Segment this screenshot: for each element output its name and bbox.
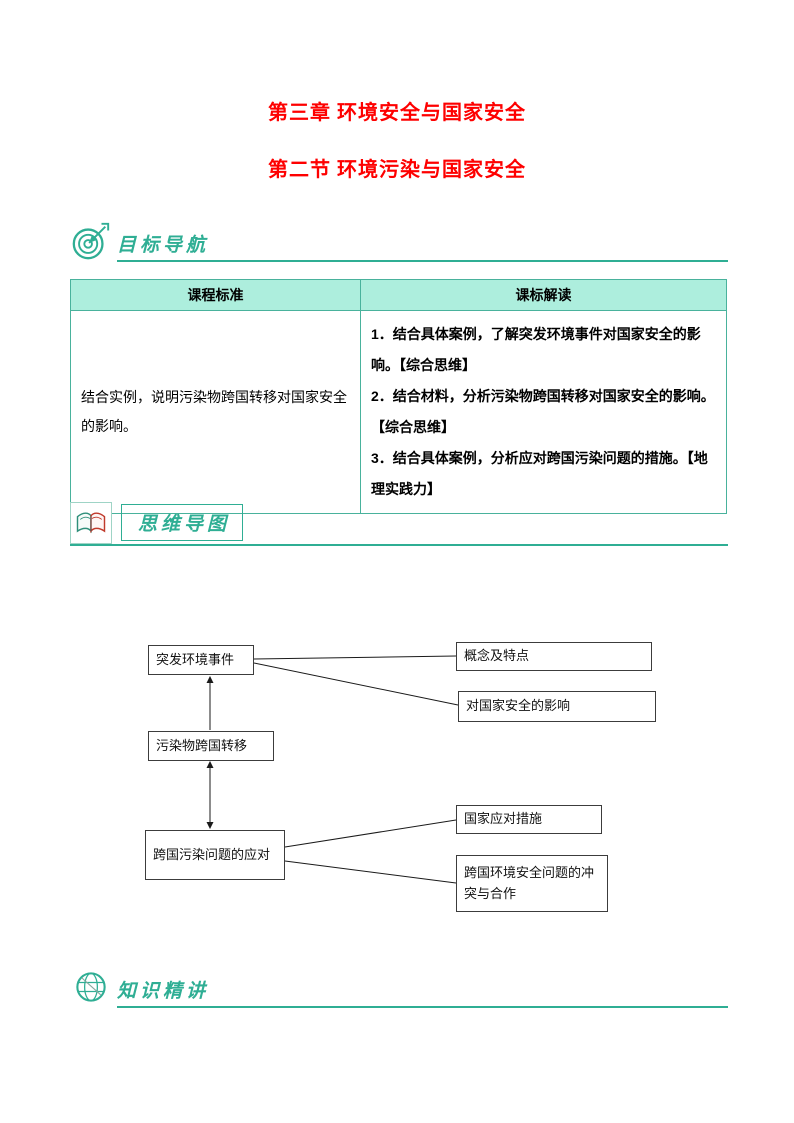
target-icon	[70, 220, 112, 262]
node-conflict-and-cooperation: 跨国环境安全问题的冲突与合作	[456, 855, 608, 912]
interpretation-item: 3．结合具体案例，分析应对跨国污染问题的措施。【地理实践力】	[371, 450, 708, 497]
interpretation-item: 2．结合材料，分析污染物跨国转移对国家安全的影响。【综合思维】	[371, 388, 715, 435]
mindmap-section-header: 思维导图	[70, 502, 728, 546]
goals-section-header: 目标导航	[70, 220, 728, 262]
node-transnational-pollution-response: 跨国污染问题的应对	[145, 830, 285, 880]
column-header-interpretation: 课标解读	[360, 279, 727, 311]
knowledge-section-label: 知识精讲	[117, 981, 210, 1002]
node-concept-and-features: 概念及特点	[456, 642, 652, 671]
knowledge-section-header: 知识精讲	[70, 966, 728, 1008]
standard-cell: 结合实例，说明污染物跨国转移对国家安全的影响。	[70, 310, 361, 514]
node-sudden-environment-events: 突发环境事件	[148, 645, 254, 675]
globe-icon	[70, 966, 112, 1008]
node-pollutant-transnational-transfer: 污染物跨国转移	[148, 731, 274, 761]
knowledge-header-rule: 知识精讲	[117, 976, 728, 1008]
interpretation-cell: 1．结合具体案例，了解突发环境事件对国家安全的影响。【综合思维】 2．结合材料，…	[360, 310, 727, 514]
table-body-row: 结合实例，说明污染物跨国转移对国家安全的影响。 1．结合具体案例，了解突发环境事…	[70, 310, 727, 514]
chapter-title: 第三章 环境安全与国家安全	[268, 102, 526, 124]
goals-header-rule: 目标导航	[117, 230, 728, 262]
mindmap-header-rule: 思维导图	[117, 504, 728, 544]
column-header-standard: 课程标准	[70, 279, 361, 311]
interpretation-item: 1．结合具体案例，了解突发环境事件对国家安全的影响。【综合思维】	[371, 326, 701, 373]
node-national-security-impact: 对国家安全的影响	[458, 691, 656, 722]
section-title: 第二节 环境污染与国家安全	[268, 159, 526, 181]
open-book-icon	[70, 502, 112, 544]
node-national-response-measures: 国家应对措施	[456, 805, 602, 834]
table-header-row: 课程标准 课标解读	[70, 279, 727, 311]
curriculum-table: 课程标准 课标解读 结合实例，说明污染物跨国转移对国家安全的影响。 1．结合具体…	[70, 279, 727, 514]
goals-section-label: 目标导航	[117, 235, 210, 256]
mindmap-section-label: 思维导图	[121, 504, 244, 541]
